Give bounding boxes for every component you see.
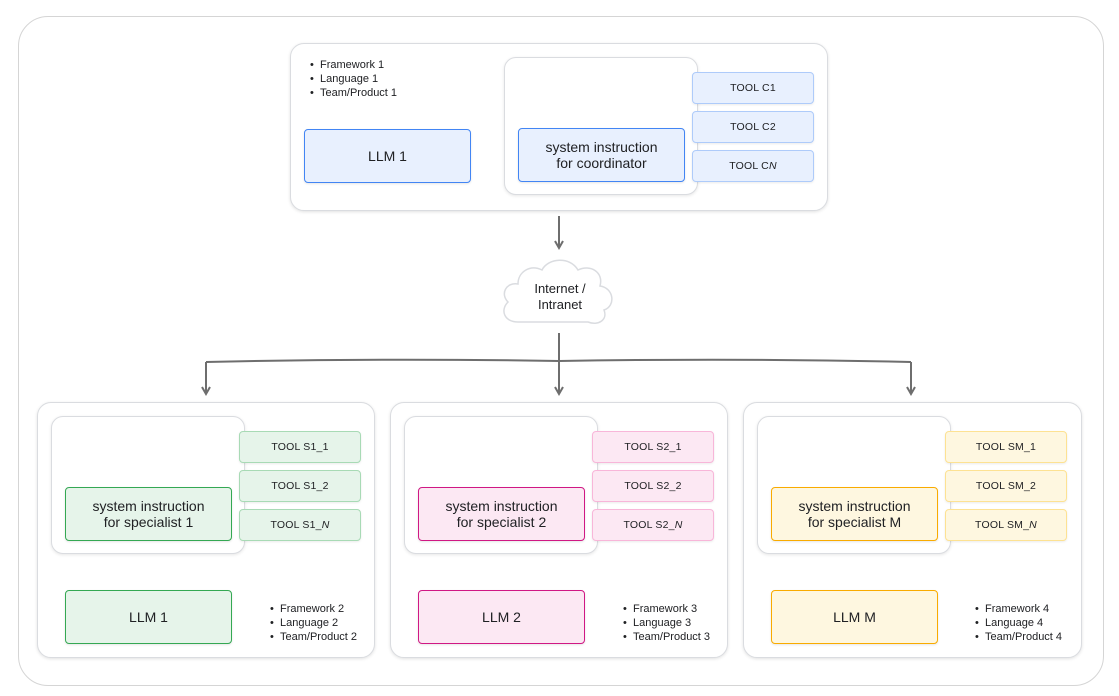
network-label: Internet / Intranet <box>534 281 586 312</box>
specialist-2-bullet: Team/Product 3 <box>623 630 710 644</box>
specialist-m-llm-label: LLM M <box>833 609 876 625</box>
specialist-1-llm-box: LLM 1 <box>65 590 232 644</box>
tool-s1-n: TOOL S1_N <box>239 509 361 541</box>
cloud-icon <box>503 259 613 324</box>
specialist-m-bullet: Framework 4 <box>975 602 1062 616</box>
tool-s2-n: TOOL S2_N <box>592 509 714 541</box>
specialist-2-bullet: Framework 3 <box>623 602 710 616</box>
specialist-1-bullets: Framework 2 Language 2 Team/Product 2 <box>270 602 357 644</box>
tool-c1: TOOL C1 <box>692 72 814 104</box>
coordinator-bullet: Framework 1 <box>310 58 397 72</box>
specialist-m-system-instruction-label: system instruction for specialist M <box>798 498 911 530</box>
coordinator-llm-label: LLM 1 <box>368 148 407 164</box>
specialist-1-bullet: Team/Product 2 <box>270 630 357 644</box>
specialist-1-llm-label: LLM 1 <box>129 609 168 625</box>
specialist-1-bullet: Language 2 <box>270 616 357 630</box>
tool-cn-label: TOOL CN <box>729 160 777 172</box>
tool-s2-1: TOOL S2_1 <box>592 431 714 463</box>
specialist-1-system-instruction-label: system instruction for specialist 1 <box>92 498 205 530</box>
coordinator-system-instruction: system instruction for coordinator <box>518 128 685 182</box>
specialist-2-bullet: Language 3 <box>623 616 710 630</box>
coordinator-bullet: Team/Product 1 <box>310 86 397 100</box>
tool-s2-1-label: TOOL S2_1 <box>624 441 682 453</box>
tool-s1-2: TOOL S1_2 <box>239 470 361 502</box>
tool-c2-label: TOOL C2 <box>730 121 776 133</box>
tool-sm-2-label: TOOL SM_2 <box>975 480 1037 492</box>
specialist-2-llm-label: LLM 2 <box>482 609 521 625</box>
tool-c1-label: TOOL C1 <box>730 82 776 94</box>
tool-s1-n-label: TOOL S1_N <box>270 519 330 531</box>
specialist-m-bullet: Team/Product 4 <box>975 630 1062 644</box>
tool-c2: TOOL C2 <box>692 111 814 143</box>
specialist-2-system-instruction-label: system instruction for specialist 2 <box>445 498 558 530</box>
specialist-2-system-instruction: system instruction for specialist 2 <box>418 487 585 541</box>
branch-line <box>205 358 912 363</box>
tool-s1-1-label: TOOL S1_1 <box>271 441 329 453</box>
specialist-1-system-instruction: system instruction for specialist 1 <box>65 487 232 541</box>
specialist-m-system-instruction: system instruction for specialist M <box>771 487 938 541</box>
specialist-m-llm-box: LLM M <box>771 590 938 644</box>
specialist-2-bullets: Framework 3 Language 3 Team/Product 3 <box>623 602 710 644</box>
tool-sm-2: TOOL SM_2 <box>945 470 1067 502</box>
specialist-m-bullet: Language 4 <box>975 616 1062 630</box>
specialist-2-llm-box: LLM 2 <box>418 590 585 644</box>
coordinator-system-instruction-label: system instruction for coordinator <box>545 139 658 171</box>
tool-s2-2-label: TOOL S2_2 <box>624 480 682 492</box>
tool-sm-n-label: TOOL SM_N <box>975 519 1037 531</box>
coordinator-bullets: Framework 1 Language 1 Team/Product 1 <box>310 58 397 100</box>
tool-sm-1-label: TOOL SM_1 <box>975 441 1037 453</box>
tool-s2-2: TOOL S2_2 <box>592 470 714 502</box>
coordinator-llm-box: LLM 1 <box>304 129 471 183</box>
coordinator-bullet: Language 1 <box>310 72 397 86</box>
tool-s1-2-label: TOOL S1_2 <box>271 480 329 492</box>
specialist-1-bullet: Framework 2 <box>270 602 357 616</box>
tool-cn: TOOL CN <box>692 150 814 182</box>
tool-sm-n: TOOL SM_N <box>945 509 1067 541</box>
tool-s1-1: TOOL S1_1 <box>239 431 361 463</box>
tool-s2-n-label: TOOL S2_N <box>623 519 683 531</box>
tool-sm-1: TOOL SM_1 <box>945 431 1067 463</box>
specialist-m-bullets: Framework 4 Language 4 Team/Product 4 <box>975 602 1062 644</box>
